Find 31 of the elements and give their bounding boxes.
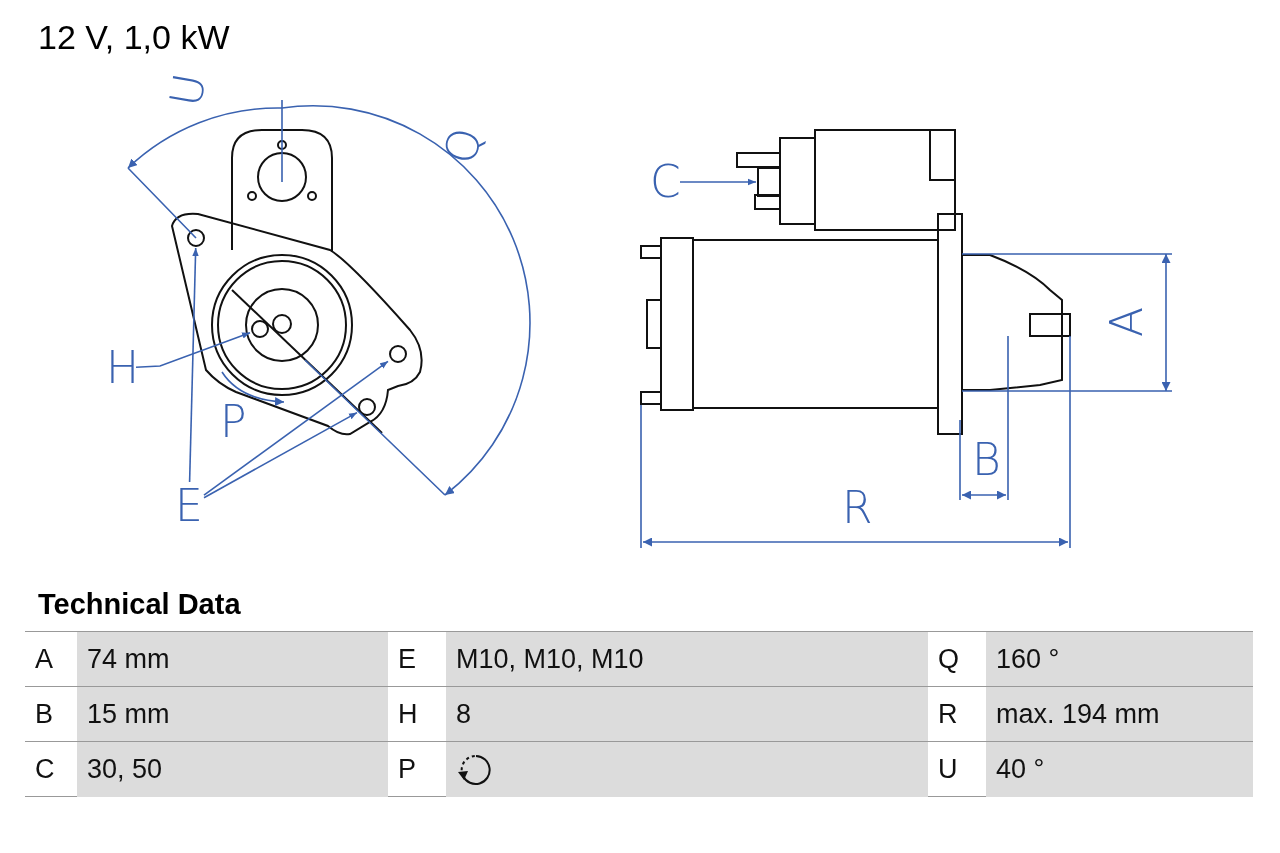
dimension-label: A xyxy=(1105,306,1150,338)
dimension-label: U xyxy=(163,70,213,110)
mounting-hole xyxy=(186,228,206,248)
callout-letter: E xyxy=(174,482,204,532)
value-cell: 8 xyxy=(446,687,928,742)
leader-line xyxy=(679,178,757,186)
dimension-label: R xyxy=(842,486,873,530)
rotation-label: P xyxy=(220,400,247,444)
dimension-label: Q xyxy=(437,123,490,169)
value-cell: 30, 50 xyxy=(77,742,388,797)
title: 12 V, 1,0 kW xyxy=(38,18,230,57)
value-cell: 40 ° xyxy=(986,742,1253,797)
terminal-stud xyxy=(756,166,782,198)
leader-line xyxy=(203,411,358,499)
value-cell: 160 ° xyxy=(986,632,1253,687)
row-key: C xyxy=(25,742,77,797)
mounting-hole xyxy=(357,397,377,417)
dimension-label: B xyxy=(972,438,1001,482)
value-cell: max. 194 mm xyxy=(986,687,1253,742)
value-cell: M10, M10, M10 xyxy=(446,632,928,687)
value-cell: 74 mm xyxy=(77,632,388,687)
row-key: P xyxy=(388,742,446,797)
callout-letter: H xyxy=(106,344,136,394)
callout-letter: C xyxy=(650,158,680,208)
value-cell: 15 mm xyxy=(77,687,388,742)
row-key: U xyxy=(928,742,986,797)
leader-line xyxy=(203,360,389,496)
leader-line xyxy=(188,247,199,483)
section-heading: Technical Data xyxy=(38,588,241,621)
mounting-hole xyxy=(388,344,408,364)
leader-line xyxy=(135,331,251,368)
